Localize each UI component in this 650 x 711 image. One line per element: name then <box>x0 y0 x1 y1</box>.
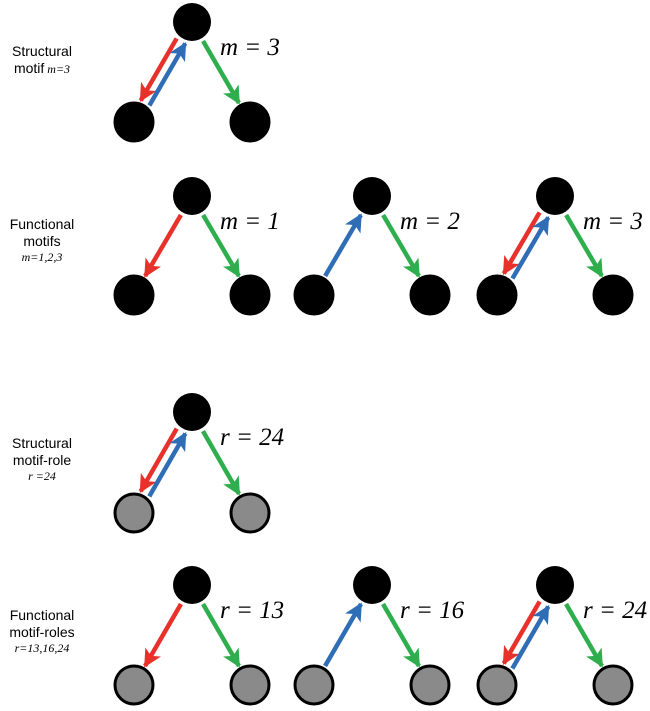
top-node <box>353 566 391 604</box>
motif: m = 3 <box>113 3 280 143</box>
bottom-left-node <box>293 274 335 316</box>
bottom-right-node <box>592 664 634 706</box>
arrow-green <box>201 213 241 278</box>
bottom-right-node <box>592 274 634 316</box>
motifs: m = 3 m = 1 m = 2 m = 3 r = 24 r = 13 r = 16 r … <box>113 3 647 706</box>
top-node <box>173 566 211 604</box>
arrow-green <box>201 429 241 496</box>
arrow-blue <box>510 215 551 280</box>
motif-label: m = 1 <box>220 208 280 235</box>
row-label-line: Functional <box>10 607 75 623</box>
motif: r = 24 <box>476 566 647 706</box>
motif-label: m = 3 <box>583 208 643 235</box>
top-node <box>536 177 574 215</box>
row-label-line: motif-role <box>13 452 72 468</box>
bottom-right-node <box>229 274 271 316</box>
row-label-line: motifs <box>23 233 60 249</box>
motif-label: r = 24 <box>220 424 284 451</box>
row-sublabel: r =24 <box>28 469 56 483</box>
bottom-right-node <box>229 101 271 143</box>
arrow-blue <box>147 41 188 107</box>
row-label-line: Structural <box>12 435 72 451</box>
motif: r = 16 <box>293 566 465 706</box>
motif-label: m = 3 <box>220 34 280 61</box>
arrow-blue <box>510 604 551 670</box>
bottom-left-node <box>293 664 335 706</box>
motif-label: r = 24 <box>583 597 647 624</box>
row-label-line: Structural <box>12 43 72 59</box>
arrow-red <box>143 602 183 668</box>
arrow-green <box>381 602 421 668</box>
bottom-left-node <box>113 101 155 143</box>
arrow-blue <box>323 213 363 278</box>
arrow-red <box>143 213 183 278</box>
arrow-blue <box>323 602 363 668</box>
row-label-suffix: m=3 <box>44 62 70 76</box>
arrow-green <box>201 39 241 105</box>
bottom-right-node <box>229 664 271 706</box>
row-label-line: motif m=3 <box>14 60 70 76</box>
motif-label: m = 2 <box>400 208 460 235</box>
arrow-green <box>564 213 604 278</box>
row-sublabel: r=13,16,24 <box>15 641 70 655</box>
bottom-right-node <box>409 664 451 706</box>
row-label-line: Functional <box>10 216 75 232</box>
motif: r = 13 <box>113 566 284 706</box>
arrow-green <box>381 213 421 278</box>
top-node <box>536 566 574 604</box>
bottom-left-node <box>476 664 518 706</box>
row-label-line: motif-roles <box>9 624 74 640</box>
arrow-green <box>201 602 241 668</box>
motif: m = 3 <box>476 177 643 316</box>
motif: m = 1 <box>113 177 280 316</box>
motif-label: r = 13 <box>220 597 284 624</box>
arrow-green <box>564 602 604 668</box>
top-node <box>173 393 211 431</box>
top-node <box>173 177 211 215</box>
bottom-left-node <box>113 492 155 534</box>
row-sublabel: m=1,2,3 <box>22 250 63 264</box>
bottom-right-node <box>229 492 271 534</box>
top-node <box>353 177 391 215</box>
top-node <box>173 3 211 41</box>
arrow-blue <box>147 432 188 498</box>
motif-label: r = 16 <box>400 597 465 624</box>
bottom-left-node <box>113 274 155 316</box>
bottom-left-node <box>476 274 518 316</box>
motif: m = 2 <box>293 177 460 316</box>
bottom-left-node <box>113 664 155 706</box>
motif: r = 24 <box>113 393 284 534</box>
bottom-right-node <box>409 274 451 316</box>
